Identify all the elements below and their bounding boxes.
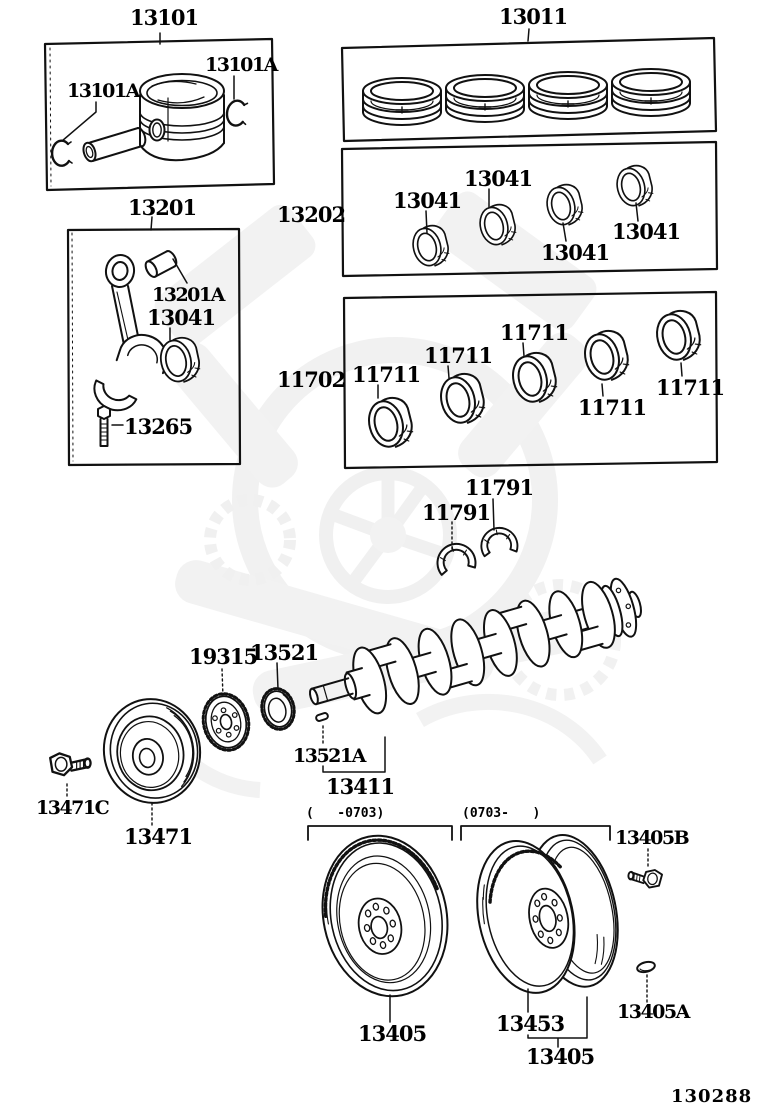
label-main-bearing-set: 11702: [277, 367, 346, 392]
piston-leaders: [61, 32, 235, 142]
piston-pin: [82, 127, 147, 163]
rod-bearing-leaders: [425, 188, 639, 242]
piston-box: [43, 32, 276, 192]
pulley-drawing: [102, 698, 202, 804]
label-flywheel-early: 13405: [358, 1021, 427, 1046]
label-sensor-plate: 19315: [189, 644, 258, 669]
label-crankshaft: 13411: [326, 774, 395, 799]
diagram-code: 130288: [671, 1086, 753, 1107]
label-snap-ring-left: 13101A: [67, 80, 140, 102]
rod-bolt-drawing: [97, 405, 111, 447]
rod-bearing-drawing: [156, 334, 204, 387]
range-early-bracket: [307, 825, 453, 841]
snap-ring-left-icon: [50, 139, 74, 167]
flywheel-late-drawing: [476, 834, 619, 994]
label-range-late: (0703- ): [462, 806, 541, 821]
label-thrust-washer-upper: 11791: [465, 475, 534, 500]
label-pulley-bolt: 13471C: [36, 797, 110, 819]
snap-ring-right-icon: [224, 98, 250, 129]
label-range-early: ( -0703): [306, 806, 385, 821]
label-snap-ring-right: 13101A: [205, 54, 278, 76]
label-main-bearing-2: 11711: [424, 343, 493, 368]
label-rod-bearing-3: 13041: [541, 240, 610, 265]
label-rod-bearing-1: 13041: [393, 188, 462, 213]
timing-gear-drawing: [260, 687, 296, 731]
crankshaft-drawing: [308, 577, 642, 715]
label-thrust-washer-lower: 11791: [422, 500, 491, 525]
label-crankshaft-key: 13521A: [293, 745, 366, 767]
connecting-rod-drawing: [93, 254, 168, 412]
label-rod-bolt: 13265: [124, 414, 193, 439]
rod-cap: [93, 379, 138, 412]
crankshaft-bracket: [322, 736, 386, 773]
thrust-washers: [432, 498, 520, 578]
ringset-leader: [527, 28, 530, 42]
label-flywheel-late: 13405: [526, 1044, 595, 1069]
piston-drawing: [139, 73, 225, 162]
label-rod-bearing-4: 13041: [612, 219, 681, 244]
label-piston: 13101: [130, 5, 199, 30]
main-bearing-set-box: [342, 290, 719, 470]
rod-bearing-set-box: [340, 140, 719, 278]
label-drive-plate: 13453: [496, 1011, 565, 1036]
label-flywheel-bolt: 13405B: [615, 827, 690, 849]
range-late-bracket: [460, 825, 611, 841]
pulley-bolt-drawing: [49, 752, 92, 777]
label-main-bearing-4: 11711: [578, 395, 647, 420]
label-rod-bearing-set: 13202: [277, 202, 346, 227]
main-bearing-leaders: [377, 342, 683, 399]
label-main-bearing-3: 11711: [500, 320, 569, 345]
label-rod-bearing-2: 13041: [464, 166, 533, 191]
flywheel-bolt-drawing: [626, 866, 664, 890]
label-flywheel-pin: 13405A: [617, 1001, 690, 1023]
label-ring-set: 13011: [499, 4, 568, 29]
label-connecting-rod: 13201: [128, 195, 197, 220]
label-main-bearing-5: 11711: [656, 375, 725, 400]
crankshaft-key-drawing: [315, 712, 329, 747]
connecting-rod-box: [66, 216, 242, 467]
rod-leaders: [111, 216, 188, 426]
label-rod-bearing: 13041: [147, 305, 216, 330]
sensor-plate-drawing: [201, 692, 251, 752]
label-rod-bushing: 13201A: [152, 284, 225, 306]
flywheel-late-bracket: [527, 996, 588, 1048]
ring-set-box: [340, 28, 718, 143]
flywheel-early-drawing: [321, 834, 449, 998]
label-timing-gear: 13521: [250, 640, 319, 665]
flywheel-pin-drawing: [636, 960, 656, 1003]
label-pulley: 13471: [124, 824, 193, 849]
label-main-bearing-1: 11711: [352, 362, 421, 387]
rod-bushing-drawing: [144, 250, 178, 278]
